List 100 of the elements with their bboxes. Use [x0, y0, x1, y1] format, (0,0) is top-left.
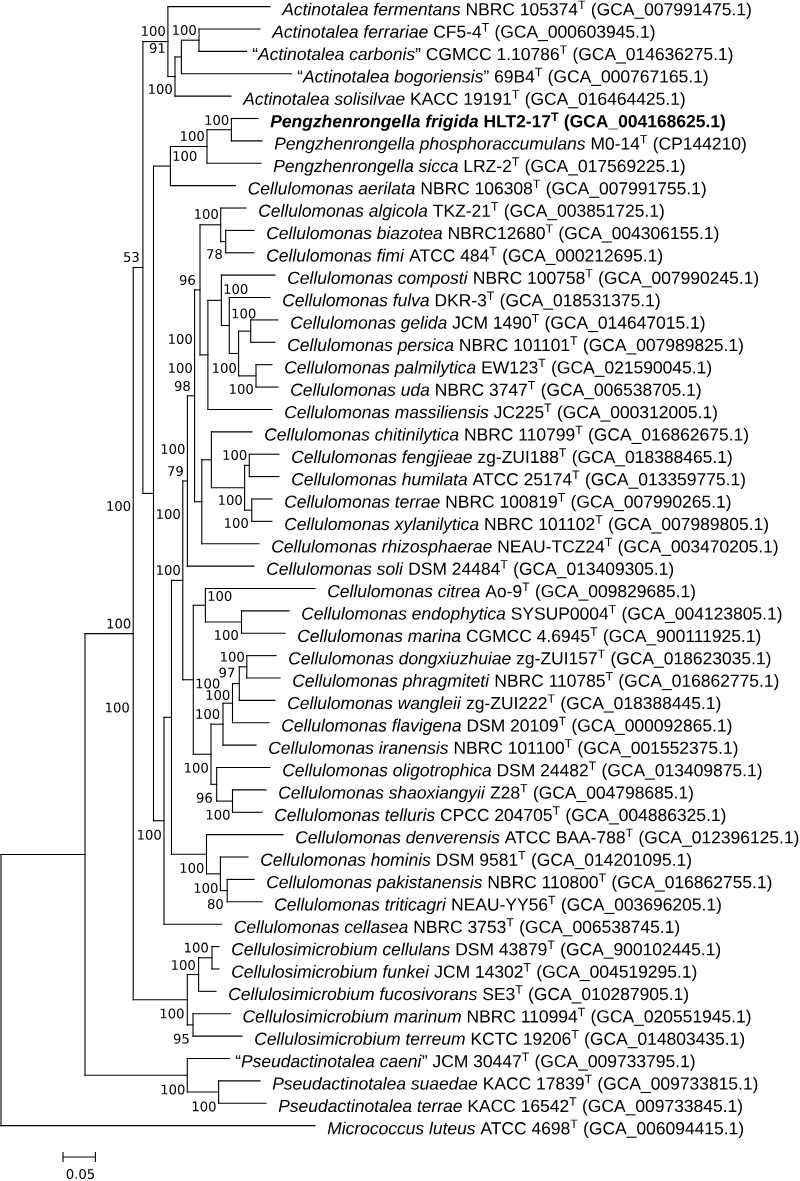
tree-branch — [240, 632, 286, 634]
bootstrap-value: 100 — [185, 942, 208, 953]
tree-branch — [210, 783, 218, 785]
bootstrap-value: 100 — [180, 863, 204, 873]
tree-branch — [222, 744, 257, 746]
taxon-name: Cellulomonas chitinilytica NBRC 110799$^{T}$ (GCA_016862675.1) — [265, 425, 748, 445]
taxon-name: Actinotalea fermentans NBRC 105374$^{T}$ (GCA_007991475.1) — [281, 0, 751, 19]
tree-branch — [180, 73, 293, 75]
tree-branch — [216, 800, 234, 802]
tree-branch — [199, 224, 222, 226]
tree-branch — [152, 820, 165, 822]
taxon-name: Actinotalea ferrariae CF5-4$^{T}$ (GCA_000603945.1) — [271, 23, 655, 42]
taxon-name: “Actinotalea bogoriensis” 69B4$^{T}$ (GCA_000767165.1) — [297, 67, 708, 87]
taxon-name: Cellulomonas fulva DKR-3$^{T}$ (GCA_018531375.1) — [283, 291, 660, 310]
bootstrap-value: 100 — [107, 501, 131, 511]
tree-branch — [251, 498, 273, 500]
tree-branch — [250, 319, 279, 321]
bootstrap-value: 100 — [106, 702, 129, 713]
tree-branch — [244, 509, 253, 511]
bootstrap-value: 100 — [173, 151, 197, 161]
bootstrap-value: 100 — [194, 883, 218, 893]
tree-branch — [211, 968, 220, 970]
tree-branch — [206, 129, 232, 131]
tree-branch — [226, 901, 263, 903]
tree-branch — [218, 1102, 267, 1104]
bootstrap-value: 100 — [196, 678, 220, 689]
bootstrap-value: 100 — [213, 363, 236, 373]
tree-branch — [205, 873, 221, 875]
taxon-name: Cellulomonas endophytica SYSUP0004$^{T}$ (GCA_004123805.1) — [302, 604, 782, 624]
tree-branch — [230, 117, 259, 120]
bootstrap-value: 100 — [224, 284, 248, 294]
tree-branch — [231, 722, 270, 724]
tree-branch — [201, 543, 260, 545]
taxon-name: Cellulomonas humilata ATCC 25174$^{T}$ (GCA_013359775.1) — [292, 470, 745, 489]
taxon-name: Cellulomonas soli DSM 24484$^{T}$ (GCA_013409305.1) — [267, 560, 674, 579]
bootstrap-value: 100 — [208, 591, 232, 601]
tree-branch — [228, 297, 271, 299]
taxon-name: Pseudactinotalea terrae KACC 16542$^{T}$ (GCA_009733845.1) — [278, 1097, 742, 1116]
bootstrap-value: 100 — [142, 26, 165, 36]
branch-junction — [152, 165, 155, 822]
taxon-name: Cellulomonas aerilata NBRC 106308$^{T}$ (GCA_007991755.1) — [248, 179, 706, 198]
tree-branch — [198, 50, 248, 52]
tree-branch — [244, 464, 250, 466]
bootstrap-value: 100 — [192, 1101, 216, 1112]
bootstrap-value: 100 — [185, 762, 208, 773]
tree-branch — [174, 56, 182, 58]
bootstrap-value: 96 — [179, 275, 195, 285]
tree-branch — [220, 324, 230, 327]
taxon-name: Actinotalea solisilvae KACC 19191$^{T}$ (GCA_016464425.1) — [242, 90, 685, 109]
tree-branch — [132, 266, 144, 269]
bootstrap-value: 100 — [107, 618, 131, 629]
tree-branch — [182, 679, 194, 681]
tree-branch — [186, 1024, 194, 1026]
tree-branch — [174, 95, 232, 97]
bootstrap-value: 100 — [161, 1084, 185, 1095]
tree-branch — [198, 957, 213, 959]
bootstrap-value: 100 — [169, 334, 192, 344]
tree-branch — [170, 853, 208, 855]
taxon-name: Cellulomonas telluris CPCC 204705$^{T}$ (GCA_004886325.1) — [275, 806, 726, 825]
bootstrap-value: 100 — [206, 809, 230, 820]
tree-branch — [225, 229, 255, 231]
tree-branch — [199, 354, 209, 356]
bootstrap-value: 78 — [207, 249, 222, 259]
bootstrap-value: 95 — [173, 1033, 189, 1044]
taxon-name: Cellulosimicrobium fucosivorans SE3$^{T}$ (GCA_010287905.1) — [229, 985, 688, 1004]
taxon-name: Cellulosimicrobium marinum NBRC 110994$^{T}$ (GCA_020551945.1) — [243, 1007, 751, 1026]
taxon-name: Cellulomonas palmilytica EW123$^{T}$ (GCA_021590045.1) — [285, 358, 712, 377]
tree-branch — [84, 1074, 188, 1076]
bootstrap-value: 100 — [181, 131, 204, 141]
tree-branch — [194, 289, 201, 291]
tree-branch — [225, 252, 255, 254]
tree-branch — [231, 683, 240, 685]
tree-branch — [192, 604, 206, 606]
bootstrap-value: 80 — [207, 899, 223, 909]
bootstrap-value: 100 — [221, 651, 244, 662]
taxon-name: Cellulomonas phragmiteti NBRC 110785$^{T}$ (GCA_016862775.1) — [293, 672, 779, 691]
tree-branch — [246, 677, 281, 679]
taxon-name: Cellulomonas iranensis NBRC 101100$^{T}$ (GCA_001552375.1) — [269, 739, 738, 758]
tree-branch — [169, 145, 208, 148]
bootstrap-value: 100 — [230, 384, 253, 394]
tree-branch — [204, 621, 243, 623]
tree-branch — [238, 375, 257, 377]
tree-branch — [240, 610, 290, 612]
tree-branch — [207, 299, 222, 301]
taxon-name: Cellulosimicrobium funkei JCM 14302$^{T}$ (GCA_004519295.1) — [232, 962, 697, 982]
tree-branch — [186, 395, 196, 397]
bootstrap-value: 100 — [205, 115, 229, 125]
taxon-name: Cellulomonas cellasea NBRC 3753$^{T}$ (GCA_006538745.1) — [234, 918, 680, 937]
bootstrap-value: 100 — [157, 565, 180, 575]
taxon-name: Cellulomonas gelida JCM 1490$^{T}$ (GCA_014647015.1) — [291, 313, 705, 333]
tree-branch — [231, 789, 267, 791]
tree-branch — [207, 408, 273, 410]
tree-branch — [186, 1091, 220, 1093]
tree-branch — [238, 666, 248, 668]
bootstrap-value: 100 — [161, 444, 185, 454]
tree-branch — [230, 140, 263, 142]
branch-junction — [170, 579, 173, 855]
bootstrap-value: 100 — [138, 829, 161, 840]
taxon-name: Cellulomonas triticagri NEAU-YY56$^{T}$ (GCA_003696205.1) — [275, 895, 721, 915]
bootstrap-value: 100 — [223, 450, 247, 460]
